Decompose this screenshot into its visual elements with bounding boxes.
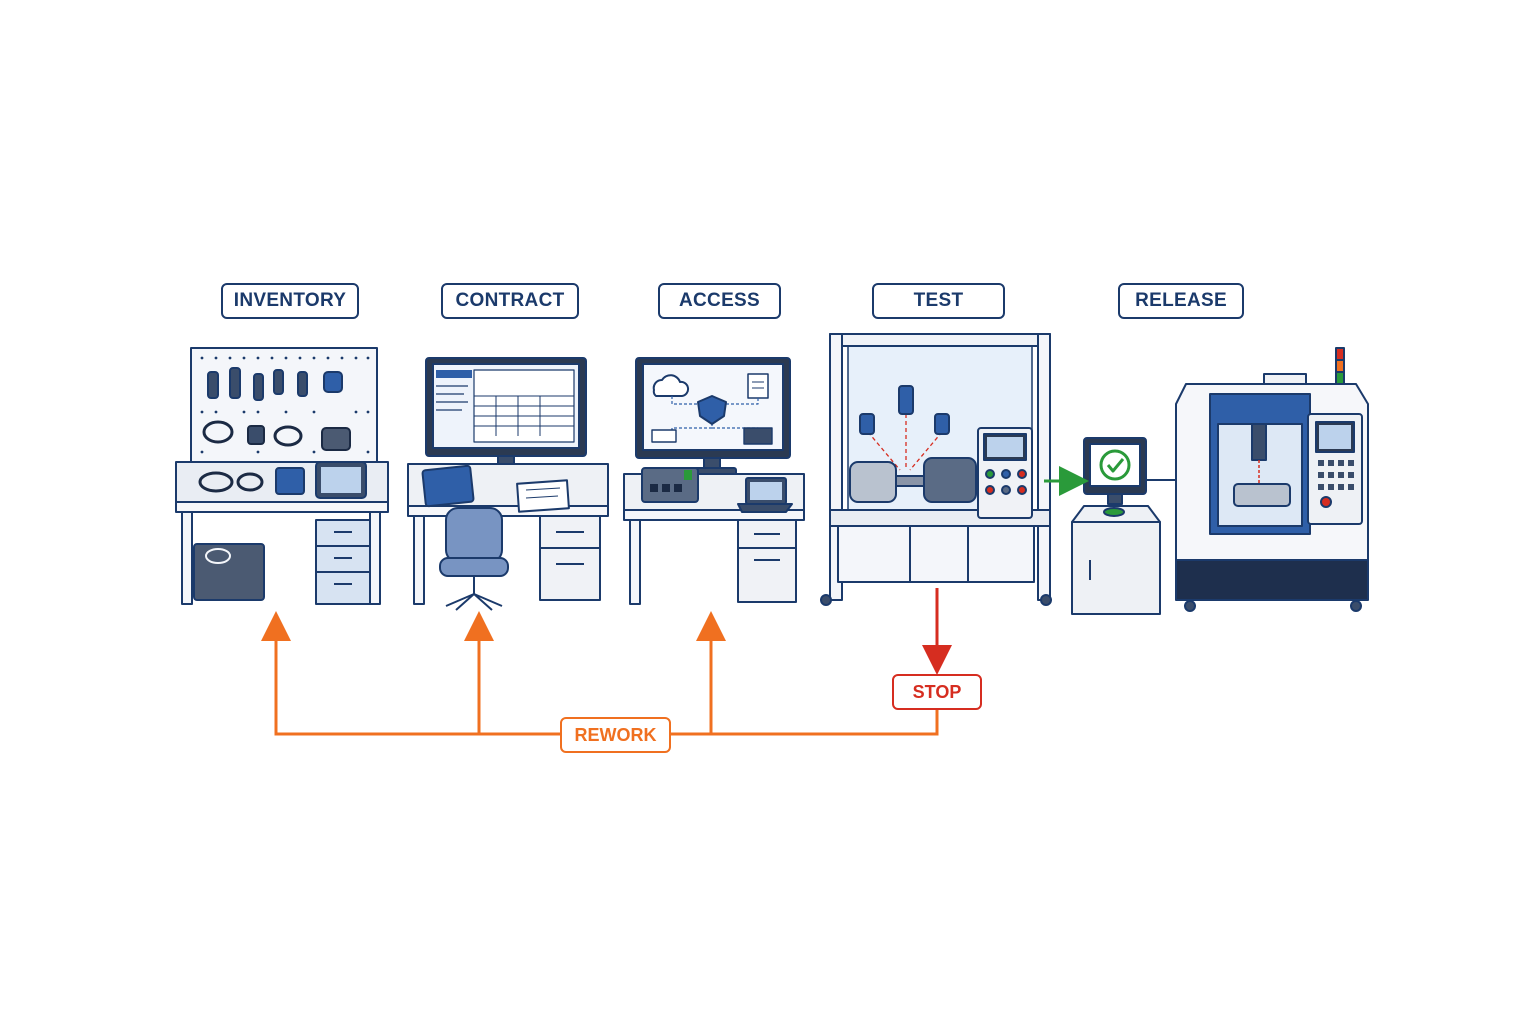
- label-release: RELEASE: [1118, 283, 1244, 319]
- sensor-icon: [207, 367, 343, 401]
- label-access: ACCESS: [658, 283, 781, 319]
- release-terminal: [1071, 437, 1178, 615]
- label-contract: CONTRACT: [441, 283, 579, 319]
- rework-loop: [261, 611, 939, 736]
- cable-icon: [202, 420, 351, 451]
- laptop-icon: [737, 477, 793, 513]
- spreadsheet-icon: [436, 369, 575, 443]
- cloud-icon: [652, 374, 690, 397]
- label-test: TEST: [872, 283, 1005, 319]
- checkmark-icon: [1099, 449, 1131, 481]
- shield-icon: [697, 395, 727, 425]
- test-rig: [820, 333, 1052, 606]
- contract-desk: [407, 357, 609, 611]
- tablet-icon: [315, 461, 367, 499]
- rework-label: REWORK: [560, 717, 671, 753]
- inventory-workbench: [175, 347, 389, 605]
- stop-label: STOP: [892, 674, 982, 710]
- access-desk: [623, 357, 805, 605]
- network-switch-icon: [641, 467, 699, 503]
- cable-icon: [198, 471, 264, 493]
- cnc-machine-icon: [1175, 347, 1369, 612]
- signal-tower-icon: [1335, 347, 1345, 385]
- label-inventory: INVENTORY: [221, 283, 359, 319]
- motor-icon: [849, 457, 977, 503]
